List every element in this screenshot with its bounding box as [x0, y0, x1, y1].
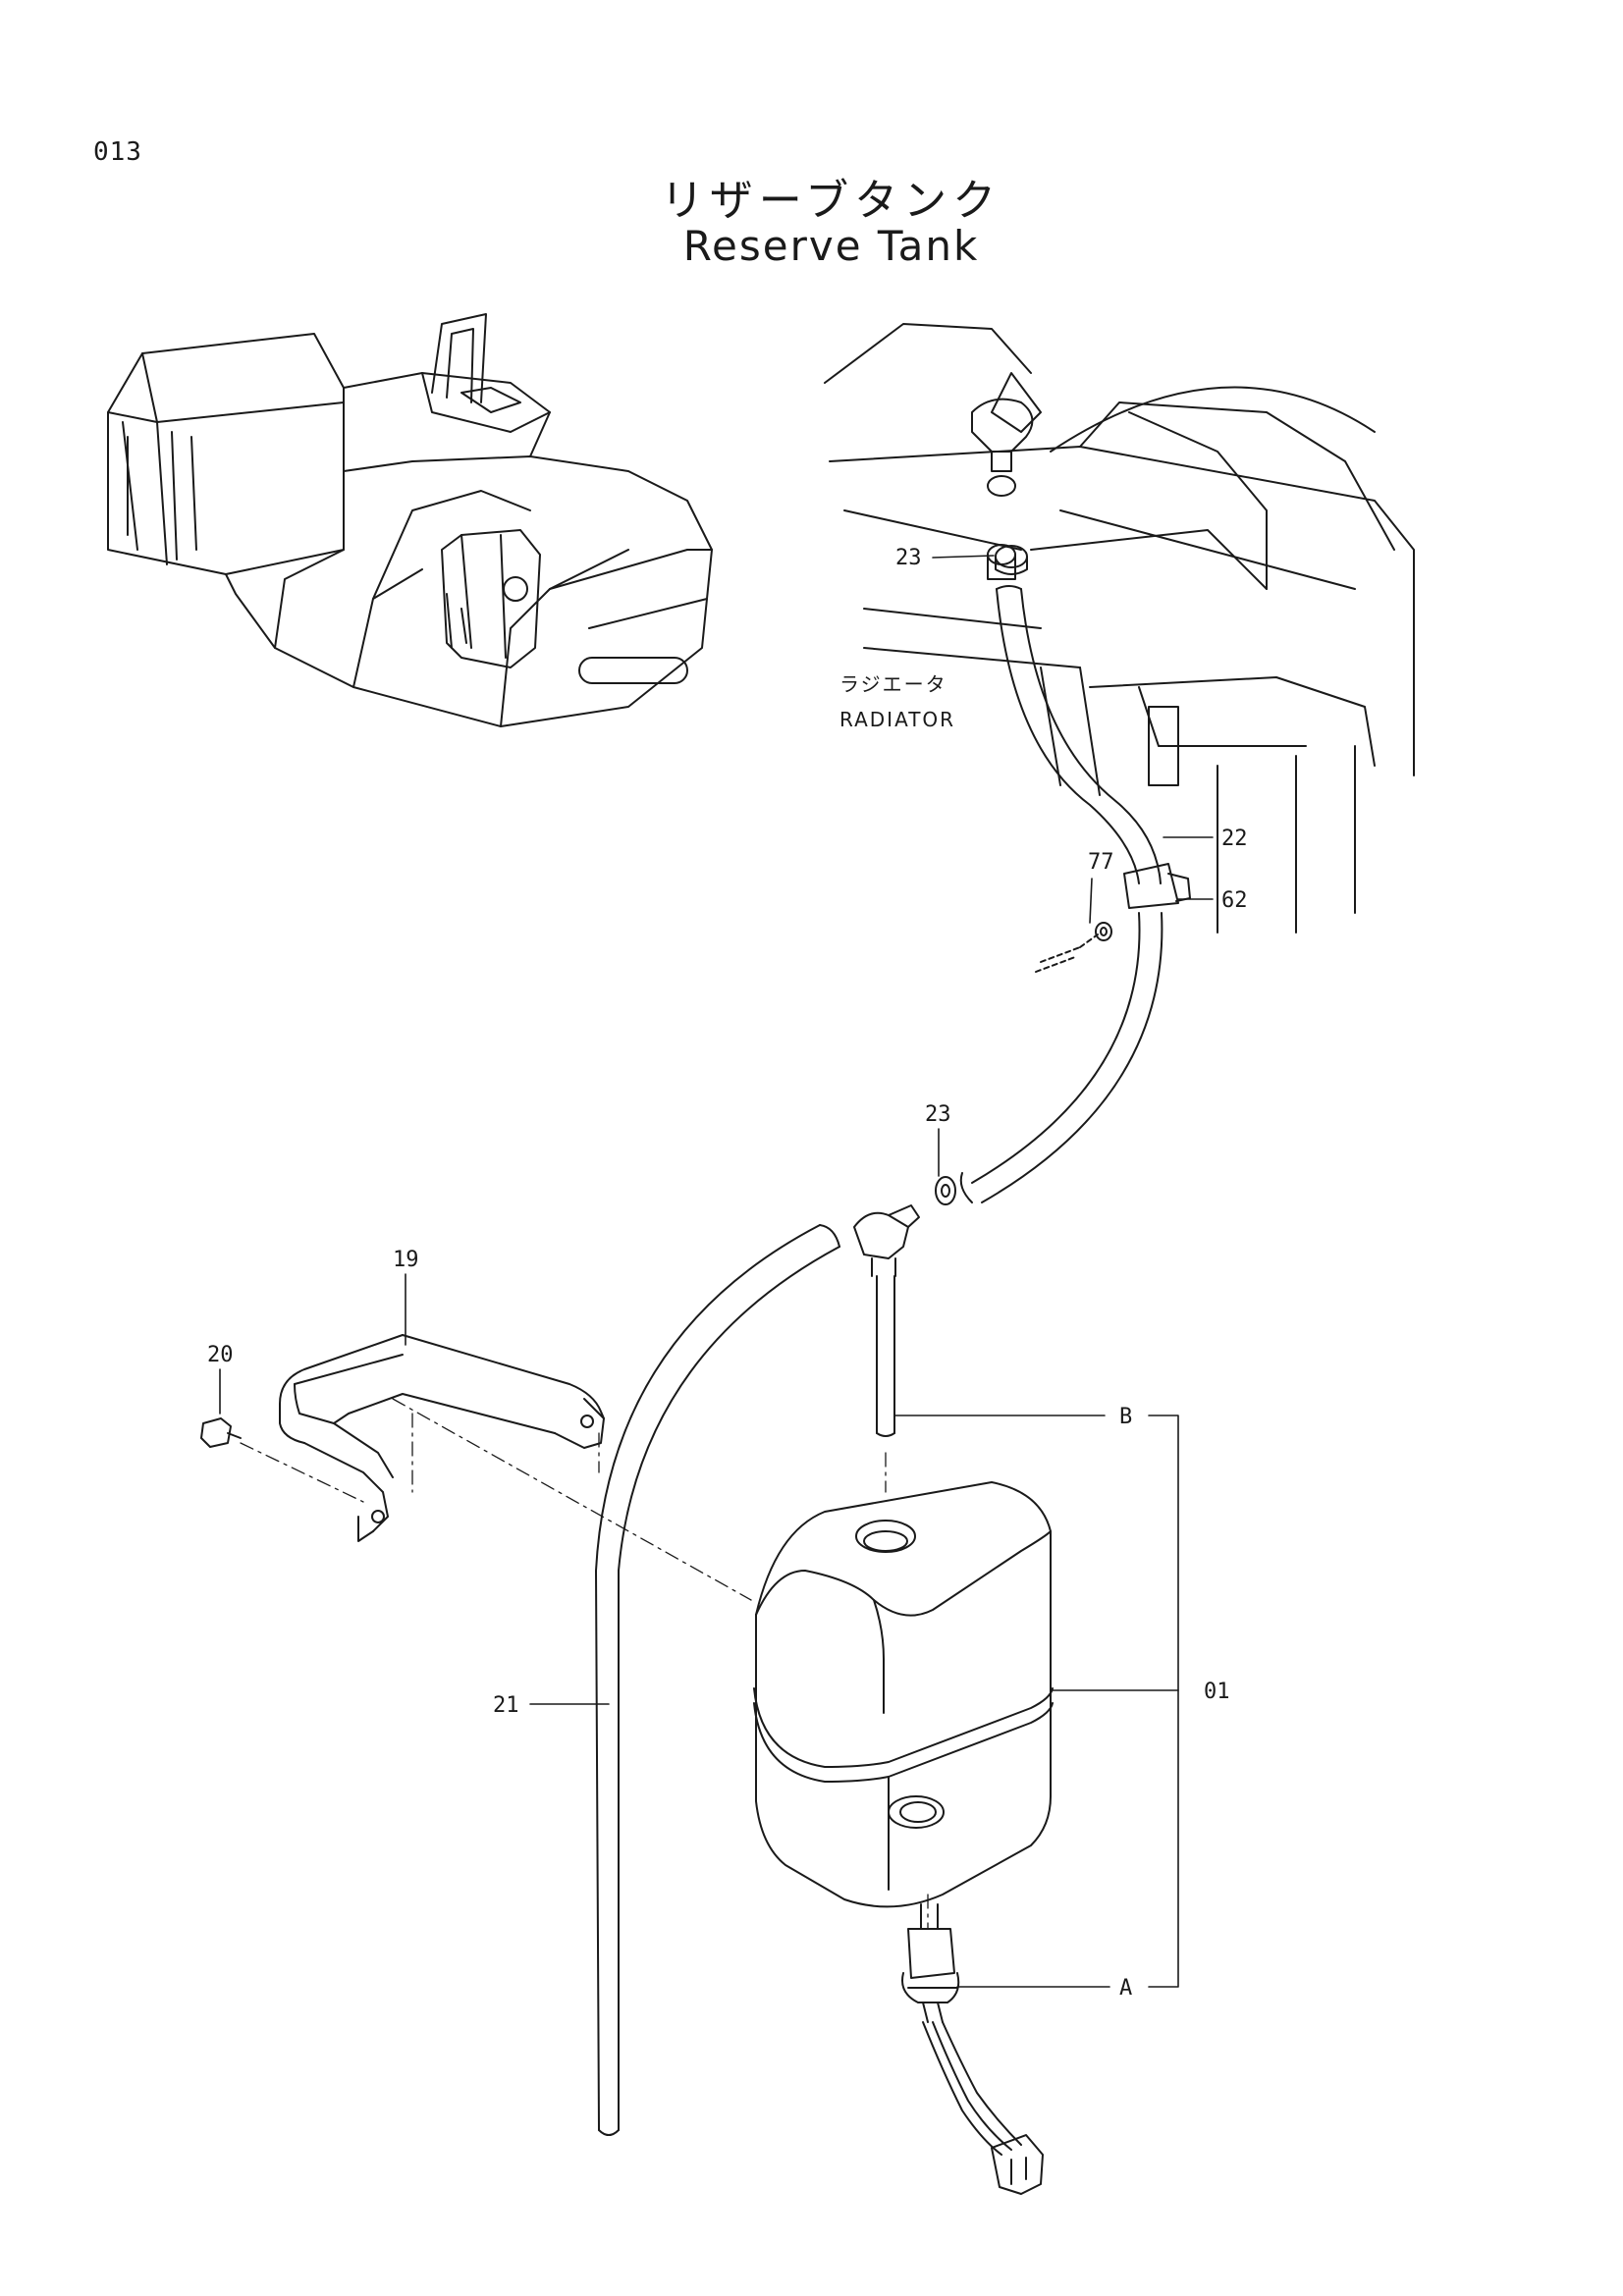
- overflow-hose-21: [595, 1224, 840, 2136]
- callout-01: 01: [1204, 1680, 1230, 1704]
- hose-clip-62: [1123, 863, 1191, 909]
- bolt-20: [200, 1417, 242, 1448]
- bracket-19: [279, 1334, 605, 1542]
- leader-lines: [219, 555, 1214, 1988]
- callout-23-top: 23: [895, 546, 922, 570]
- radiator-illustration: [824, 323, 1415, 934]
- callout-20: 20: [207, 1343, 234, 1367]
- hose-22: [996, 585, 1162, 884]
- radiator-label-english: RADIATOR: [839, 708, 955, 731]
- page-title-japanese: リザーブタンク: [660, 176, 1002, 226]
- callout-77: 77: [1088, 850, 1114, 875]
- assembly-lines: [240, 1398, 929, 1930]
- callout-19: 19: [393, 1248, 419, 1272]
- radiator-label-japanese: ラジエータ: [839, 672, 947, 696]
- reserve-tank-01: [753, 1481, 1054, 1908]
- callout-23-mid: 23: [925, 1102, 951, 1127]
- hose-clamp-mid: [935, 1176, 956, 1205]
- level-sensor-a: [901, 1903, 1044, 2195]
- callout-62: 62: [1221, 888, 1248, 913]
- callout-22: 22: [1221, 827, 1248, 851]
- callout-21: 21: [493, 1693, 519, 1718]
- excavator-overview-illustration: [107, 313, 713, 727]
- bolt-62: [1035, 934, 1099, 973]
- filler-neck-fitting: [853, 1204, 920, 1437]
- washer-77: [1095, 922, 1112, 941]
- page-title-english: Reserve Tank: [682, 222, 980, 270]
- callout-a: A: [1119, 1976, 1132, 2001]
- page-code: 013: [93, 137, 142, 167]
- callout-b: B: [1119, 1405, 1132, 1429]
- hose-clamp-top: [995, 545, 1028, 575]
- hose-lower: [959, 912, 1163, 1203]
